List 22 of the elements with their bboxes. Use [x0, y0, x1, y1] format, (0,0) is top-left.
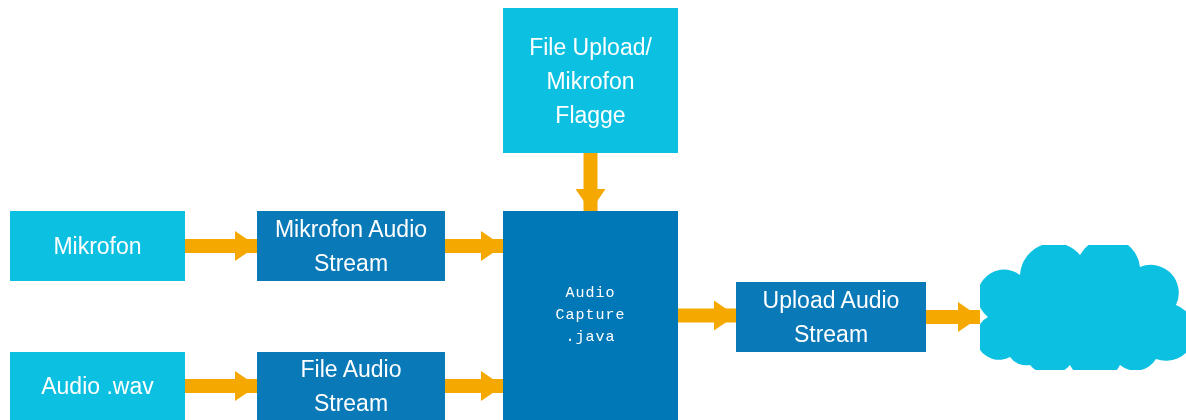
node-label: Audio Capture .java: [554, 283, 627, 348]
process-box: [10, 211, 185, 281]
process-box: [257, 211, 445, 281]
arrow: [678, 300, 736, 331]
node-label: Audio .wav: [40, 372, 155, 401]
arrow: [445, 371, 503, 401]
arrow: [445, 231, 503, 261]
cloud-shape: [980, 245, 1186, 370]
process-box: [257, 352, 445, 420]
node-label: Mikrofon Audio Stream: [273, 215, 429, 278]
arrow: [185, 371, 257, 401]
arrow: [926, 302, 980, 332]
process-box: [503, 211, 678, 420]
process-box: [503, 8, 678, 153]
node-label: Upload Audio Stream: [761, 286, 901, 349]
node-label: File Audio Stream: [299, 355, 403, 418]
node-label: Mikrofon: [52, 232, 143, 261]
process-box: [736, 282, 926, 352]
arrow: [575, 153, 606, 211]
arrow: [185, 231, 257, 261]
process-box: [10, 352, 185, 420]
node-label: File Upload/ Mikrofon Flagge: [528, 32, 653, 130]
